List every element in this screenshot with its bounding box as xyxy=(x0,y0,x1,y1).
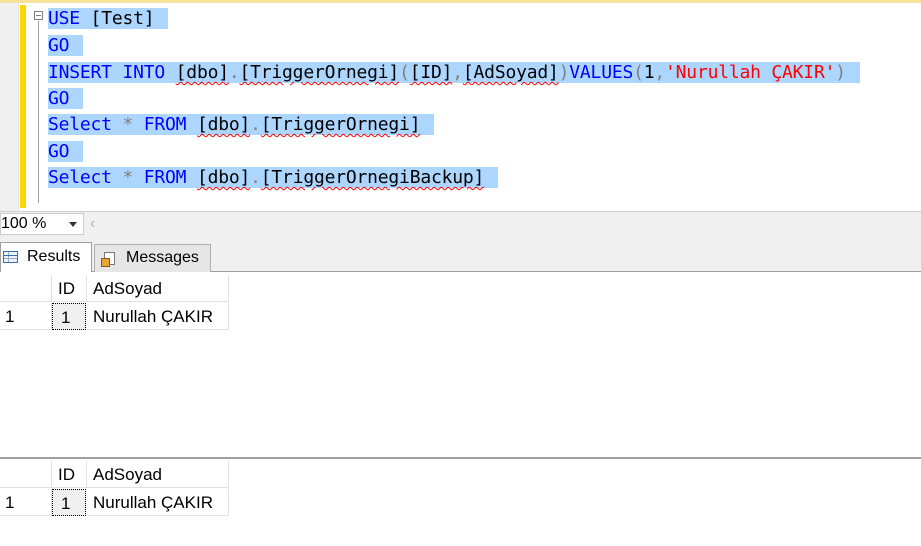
code-token: GO xyxy=(48,88,70,109)
code-token: [AdSoyad] xyxy=(462,62,559,83)
column-header-adsoyad[interactable]: AdSoyad xyxy=(87,275,229,302)
query-editor[interactable]: USE [Test] GO INSERT INTO [dbo].[Trigger… xyxy=(0,0,921,211)
code-token: * xyxy=(122,167,134,188)
code-line-7[interactable]: Select * FROM [dbo].[TriggerOrnegiBackup… xyxy=(48,165,499,190)
selected-text: GO xyxy=(48,35,84,56)
code-line-4[interactable]: GO xyxy=(48,86,84,111)
change-tracking-bar xyxy=(20,5,26,208)
selected-text: GO xyxy=(48,141,84,162)
outline-line xyxy=(38,21,39,203)
zoom-dropdown[interactable]: 100 % xyxy=(0,213,84,235)
code-token: VALUES xyxy=(569,62,634,83)
code-line-2[interactable]: GO xyxy=(48,33,84,58)
code-token: FROM xyxy=(143,167,187,188)
code-token: ( xyxy=(633,62,644,83)
selected-text: INSERT INTO [dbo].[TriggerOrnegi]([ID],[… xyxy=(48,62,860,83)
code-token xyxy=(133,167,144,188)
code-token xyxy=(112,62,123,83)
code-token: [Test] xyxy=(79,8,155,29)
chevron-down-icon xyxy=(69,222,77,227)
code-token: INSERT xyxy=(48,62,112,83)
code-line-3[interactable]: INSERT INTO [dbo].[TriggerOrnegi]([ID],[… xyxy=(48,60,860,85)
cell-id[interactable]: 1 xyxy=(52,489,86,516)
code-token: [ID] xyxy=(409,62,453,83)
tab-messages[interactable]: Messages xyxy=(94,244,211,272)
code-token: ) xyxy=(558,62,570,83)
code-token: ) xyxy=(835,62,846,83)
code-token: [dbo] xyxy=(196,114,251,135)
column-header-adsoyad[interactable]: AdSoyad xyxy=(87,461,229,488)
tab-results[interactable]: Results xyxy=(0,242,92,272)
code-token xyxy=(186,114,197,135)
cell-adsoyad[interactable]: Nurullah ÇAKIR xyxy=(87,303,229,330)
code-token: . xyxy=(228,62,240,83)
code-token xyxy=(133,114,144,135)
result-grid-2[interactable]: ID AdSoyad 1 1 Nurullah ÇAKIR xyxy=(0,457,921,546)
cell-id[interactable]: 1 xyxy=(52,303,86,330)
code-token: [TriggerOrnegi] xyxy=(260,114,421,135)
code-token xyxy=(112,167,123,188)
zoom-bar: 100 % ‹ xyxy=(0,211,921,237)
selected-text: USE [Test] xyxy=(48,8,169,29)
code-token: [dbo] xyxy=(175,62,229,83)
code-token: INTO xyxy=(122,62,166,83)
code-token: * xyxy=(122,114,134,135)
result-grid-1[interactable]: ID AdSoyad 1 1 Nurullah ÇAKIR xyxy=(0,273,921,453)
code-token: . xyxy=(250,167,261,188)
column-header-id[interactable]: ID xyxy=(52,275,87,302)
code-line-1[interactable]: USE [Test] xyxy=(48,6,169,31)
cell-adsoyad[interactable]: Nurullah ÇAKIR xyxy=(87,489,229,516)
code-token: , xyxy=(452,62,463,83)
code-token: Select xyxy=(48,114,112,135)
selected-text: GO xyxy=(48,88,84,109)
code-token: GO xyxy=(48,141,70,162)
code-token: Select xyxy=(48,167,112,188)
code-token: [TriggerOrnegi] xyxy=(239,62,400,83)
code-token: ( xyxy=(399,62,410,83)
code-token xyxy=(112,114,123,135)
selected-text: Select * FROM [dbo].[TriggerOrnegi] xyxy=(48,114,435,135)
column-header-id[interactable]: ID xyxy=(52,461,87,488)
collapse-minus-icon[interactable] xyxy=(34,11,43,20)
row-number-header[interactable] xyxy=(0,275,52,302)
messages-icon xyxy=(101,252,117,267)
code-token: GO xyxy=(48,35,70,56)
code-token: 1 xyxy=(643,62,655,83)
editor-gutter xyxy=(0,3,19,211)
tab-results-label: Results xyxy=(27,248,81,265)
row-number-header[interactable] xyxy=(0,461,52,488)
code-token: 'Nurullah ÇAKIR' xyxy=(665,62,836,83)
row-number[interactable]: 1 xyxy=(0,303,52,330)
code-line-5[interactable]: Select * FROM [dbo].[TriggerOrnegi] xyxy=(48,112,435,137)
zoom-value: 100 % xyxy=(1,215,47,232)
tab-messages-label: Messages xyxy=(126,249,199,266)
selected-text: Select * FROM [dbo].[TriggerOrnegiBackup… xyxy=(48,167,499,188)
code-token: , xyxy=(654,62,666,83)
code-token xyxy=(165,62,176,83)
grid-icon xyxy=(3,251,18,263)
code-line-6[interactable]: GO xyxy=(48,139,84,164)
row-number[interactable]: 1 xyxy=(0,489,52,516)
code-token: FROM xyxy=(143,114,187,135)
code-token: USE xyxy=(48,8,80,29)
code-token: [TriggerOrnegiBackup] xyxy=(260,167,485,188)
results-tab-strip: Results Messages xyxy=(0,237,921,272)
code-token: . xyxy=(250,114,261,135)
code-token: [dbo] xyxy=(196,167,251,188)
scroll-left-icon[interactable]: ‹ xyxy=(90,215,96,232)
code-token xyxy=(186,167,197,188)
